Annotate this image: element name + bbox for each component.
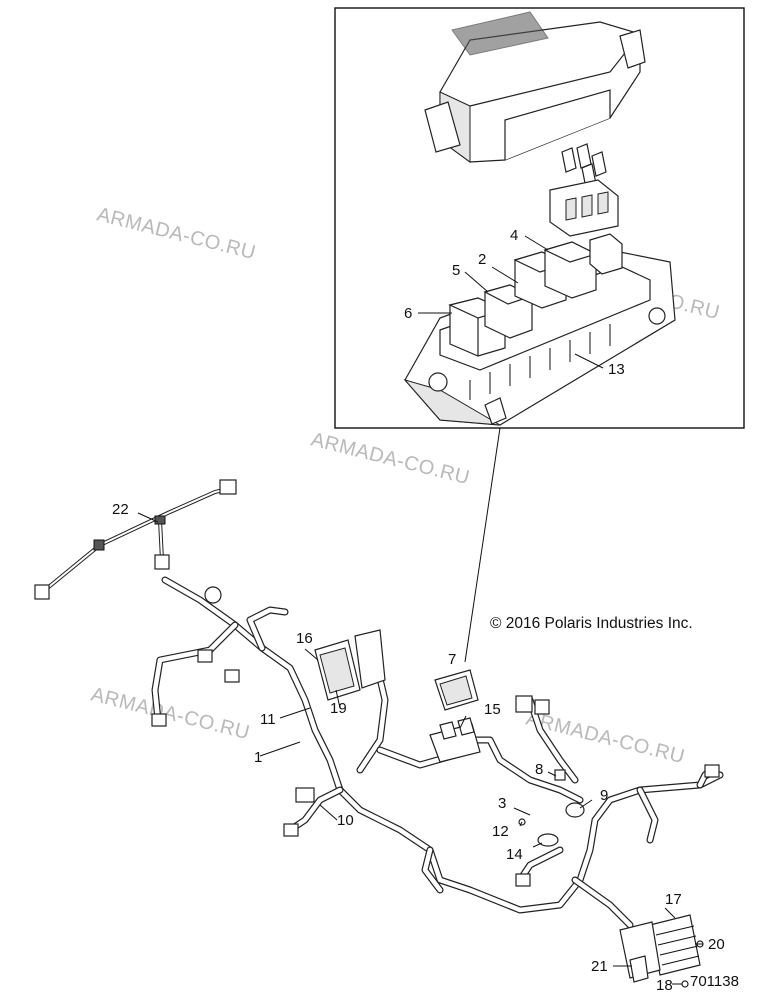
ecu-module-16: [314, 629, 386, 701]
callout-22: 22: [112, 501, 129, 518]
fuse-puller: [549, 179, 619, 237]
plug-8: [554, 769, 566, 781]
grommet-14: [537, 833, 559, 847]
callout-17: 17: [665, 891, 682, 908]
callout-11: 11: [260, 711, 276, 728]
fuse-holder-7: [434, 669, 479, 711]
callout-7: 7: [448, 651, 456, 668]
sub-harness-22: [34, 479, 237, 600]
fastener-18: [681, 980, 689, 988]
copyright-notice: © 2016 Polaris Industries Inc.: [490, 615, 693, 632]
callout-3: 3: [498, 795, 506, 812]
callout-13: 13: [608, 361, 625, 378]
leader-lines: [137, 235, 703, 985]
callout-14: 14: [506, 846, 523, 863]
callout-5: 5: [452, 262, 460, 279]
callout-4: 4: [510, 227, 518, 244]
detail-inset-frame: [334, 7, 745, 429]
diagram-number: 701138: [690, 973, 739, 990]
fuse-box-cover: [424, 11, 646, 163]
callout-18: 18: [656, 977, 673, 994]
relay-set: [448, 233, 623, 357]
regulator-17: [619, 914, 701, 983]
watermark-1: ARMADA-CO.RU: [95, 204, 258, 265]
callout-20: 20: [708, 936, 725, 953]
callout-19: 19: [330, 700, 347, 717]
callout-10: 10: [337, 812, 354, 829]
leader-fusebox: [464, 427, 501, 663]
callout-16: 16: [296, 630, 313, 647]
callout-9: 9: [600, 787, 608, 804]
relay-holder-15: [429, 717, 481, 763]
main-harness: [151, 576, 724, 929]
callout-21: 21: [591, 958, 608, 975]
callout-6: 6: [404, 305, 412, 322]
watermark-3: ARMADA-CO.RU: [309, 429, 472, 490]
grommet-9: [565, 802, 585, 818]
watermark-4: ARMADA-CO.RU: [89, 684, 252, 745]
callout-15: 15: [484, 701, 501, 718]
callout-12: 12: [492, 823, 509, 840]
callout-2: 2: [478, 251, 486, 268]
callout-8: 8: [535, 761, 543, 778]
callout-1: 1: [254, 749, 262, 766]
